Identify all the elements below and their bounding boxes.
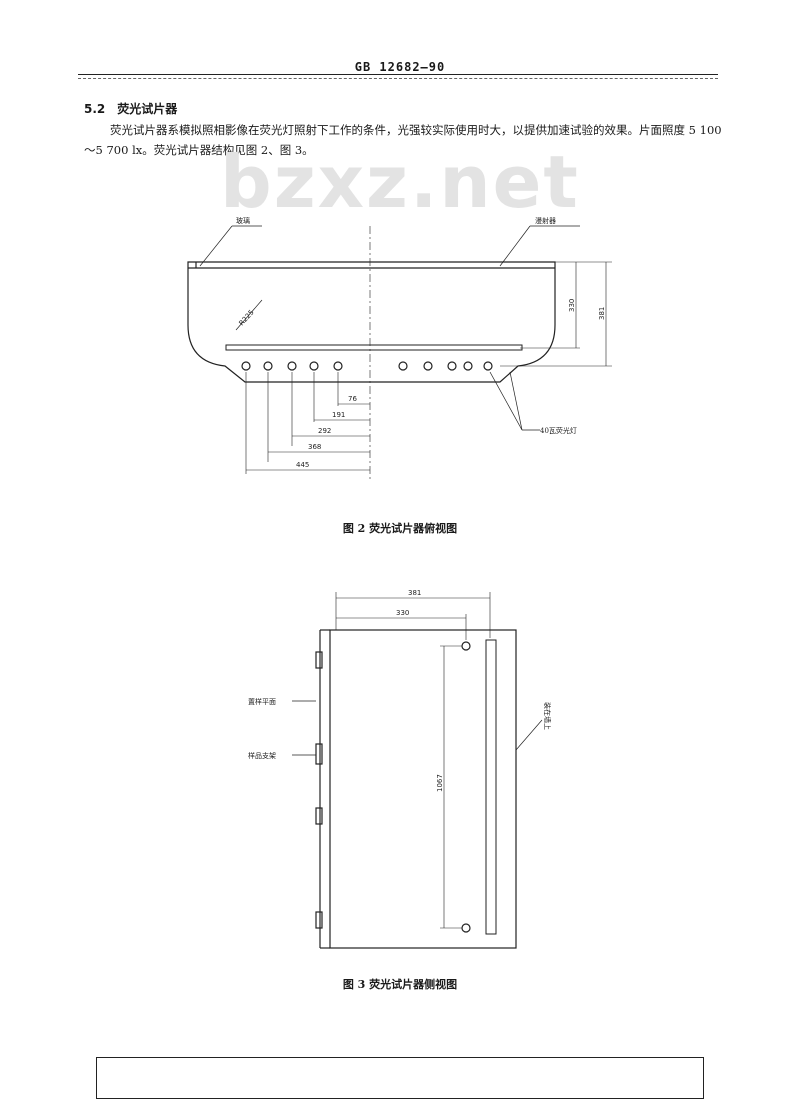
lamp xyxy=(309,361,319,371)
dim-381-label: 381 xyxy=(598,307,606,320)
wall-mount-leader xyxy=(515,719,543,751)
dim-381-label: 381 xyxy=(408,589,421,597)
section-title: 5.2 荧光试片器 xyxy=(84,100,177,117)
lamp xyxy=(263,361,273,371)
cabinet-outline xyxy=(329,629,517,949)
figure-3-caption: 图 3 荧光试片器侧视图 xyxy=(342,978,458,991)
lamp xyxy=(398,361,408,371)
lamp xyxy=(423,361,433,371)
figure-3-texts: 381 330 1067 置样平面 样品支架 装在墙上 xyxy=(248,589,552,792)
header-rule-dashed xyxy=(78,78,718,79)
dim-330-label: 330 xyxy=(396,609,409,617)
dim-191-label: 191 xyxy=(332,411,345,419)
sample-plane-label: 置样平面 xyxy=(248,697,276,706)
sample-holder xyxy=(315,743,323,765)
diffuser-leader xyxy=(499,225,531,267)
lamp-end-bottom xyxy=(461,923,471,933)
dim-445-label: 445 xyxy=(296,461,309,469)
section-paragraph: 荧光试片器系模拟照相影像在荧光灯照射下工作的条件，光强较实际使用时大，以提供加速… xyxy=(84,123,722,157)
figure-3-side-view xyxy=(292,592,543,949)
glass-leader xyxy=(199,225,233,267)
lamp xyxy=(333,361,343,371)
housing-outline xyxy=(187,261,556,383)
bottom-frame xyxy=(96,1057,704,1099)
lamps-label: 40瓦荧光灯 xyxy=(540,426,577,435)
figure-2-texts: 玻璃 漫射器 40瓦荧光灯 R225 330 381 76 191 292 36… xyxy=(236,216,606,469)
section-title-text: 荧光试片器 xyxy=(117,102,178,116)
figure-2-top-view xyxy=(187,225,612,482)
sample-holder xyxy=(315,651,323,669)
lamp xyxy=(483,361,493,371)
wall-mount-label: 装在墙上 xyxy=(543,702,552,730)
glass-label: 玻璃 xyxy=(236,216,250,225)
sample-holder xyxy=(315,911,323,929)
section-number: 5.2 xyxy=(84,102,106,116)
watermark: bzxz.net xyxy=(220,140,580,224)
dim-368-label: 368 xyxy=(308,443,321,451)
lamp-leader xyxy=(489,371,523,431)
standard-header: GB 12682—90 xyxy=(354,60,446,74)
lamp-end-top xyxy=(461,641,471,651)
dim-330-label: 330 xyxy=(568,299,576,312)
radius-label: R225 xyxy=(238,308,256,327)
lamp xyxy=(241,361,251,371)
lamp xyxy=(287,361,297,371)
dim-1067-label: 1067 xyxy=(436,774,444,792)
dim-76-label: 76 xyxy=(348,395,357,403)
lamp-tube-side xyxy=(485,639,497,935)
diffuser-label: 漫射器 xyxy=(535,216,556,225)
header-rule xyxy=(78,74,718,75)
sample-holder-label: 样品支架 xyxy=(248,751,276,760)
sample-holder xyxy=(315,807,323,825)
radius-leader xyxy=(235,299,263,331)
figure-2-caption: 图 2 荧光试片器俯视图 xyxy=(342,522,458,535)
lamp xyxy=(447,361,457,371)
lamp-tube xyxy=(225,344,523,351)
lamp xyxy=(463,361,473,371)
dim-292-label: 292 xyxy=(318,427,331,435)
